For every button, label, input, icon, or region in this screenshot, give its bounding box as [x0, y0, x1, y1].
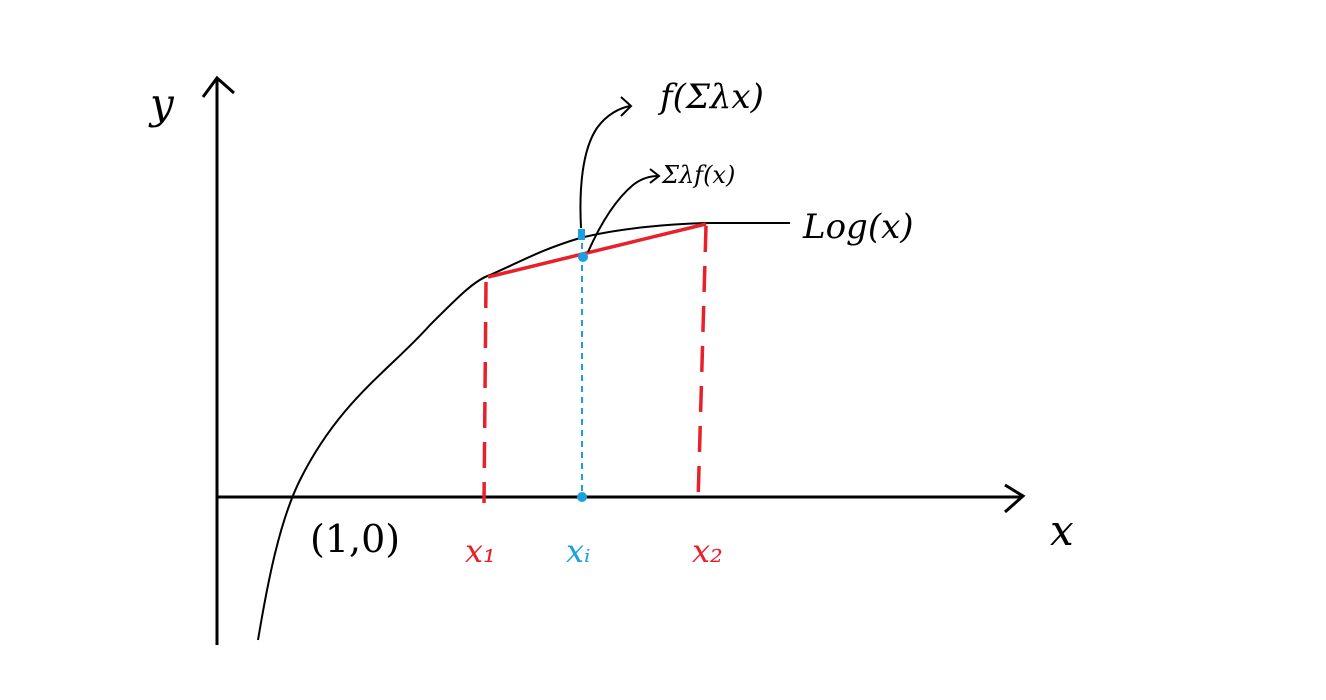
y-axis-label: y [148, 79, 175, 128]
xi-axis-marker [577, 492, 587, 502]
x-axis-arrow [1004, 483, 1026, 514]
y-axis-arrow [201, 75, 235, 98]
chord-line [487, 222, 707, 279]
x2-dashed-line [696, 225, 708, 504]
x1-label: x₁ [465, 532, 496, 570]
mean-of-values-arrowhead [649, 168, 661, 184]
value-of-mean-arrowhead [620, 96, 633, 117]
value-of-mean-arrow [579, 105, 631, 229]
curve-point-marker [578, 229, 585, 240]
log-curve [257, 222, 790, 641]
mean-of-values-label: Σλf(x) [661, 161, 735, 189]
origin-point-label: (1,0) [310, 517, 400, 561]
value-of-mean-label: f(Σλx) [657, 77, 764, 117]
xi-label: xᵢ [566, 532, 590, 570]
chord-point-marker [578, 252, 588, 262]
mean-of-values-arrow [587, 175, 659, 253]
function-label: Log(x) [802, 207, 914, 247]
x2-label: x₂ [692, 532, 723, 570]
x1-dashed-line [482, 281, 488, 504]
x-axis-label: x [1050, 506, 1074, 555]
